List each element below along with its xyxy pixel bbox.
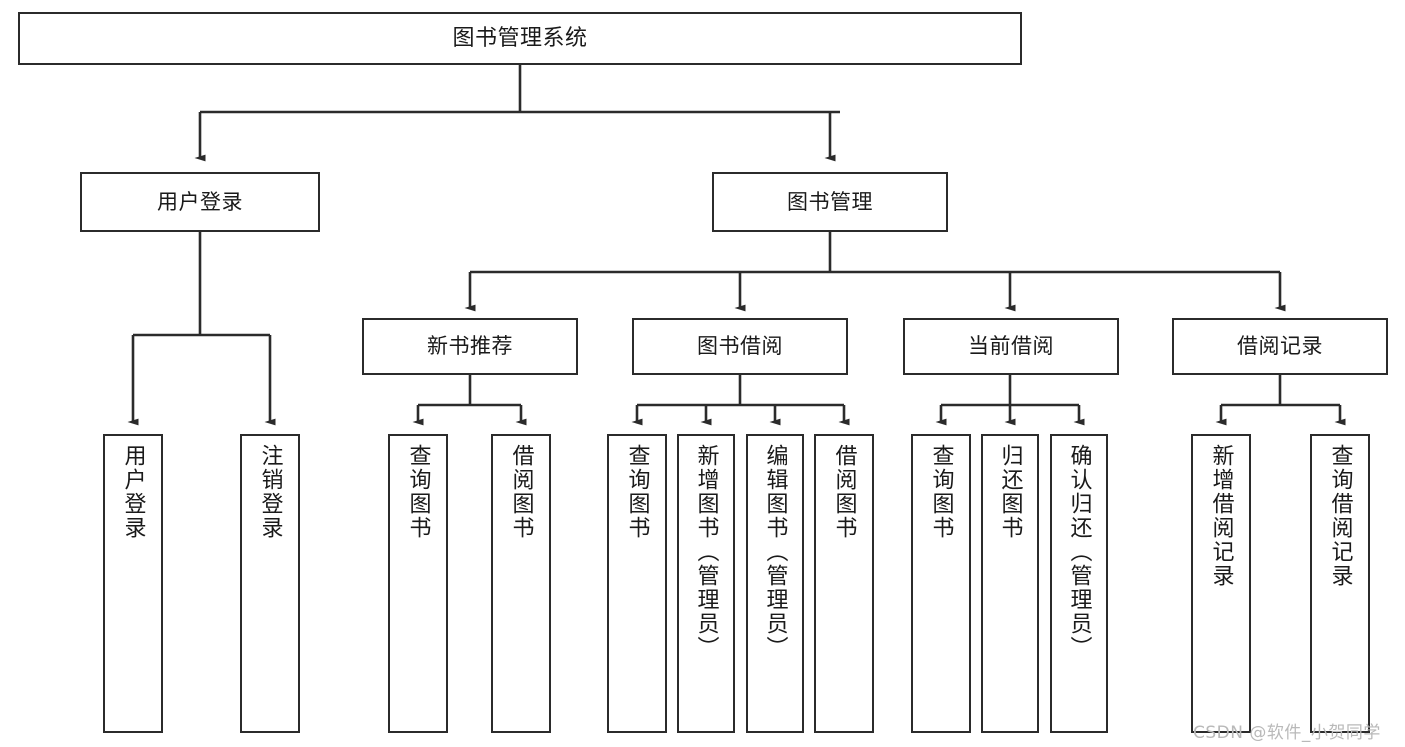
node-label: 查询图书 — [405, 444, 431, 540]
node-label: 查询图书 — [624, 444, 650, 540]
node-label: 新增图书（管理员） — [693, 444, 719, 660]
node-label: 借阅记录 — [1237, 334, 1323, 359]
node-leaf-edit-book[interactable]: 编辑图书（管理员） — [746, 434, 804, 733]
node-leaf-logout-login[interactable]: 注销登录 — [240, 434, 300, 733]
node-leaf-query-borrow-record[interactable]: 查询借阅记录 — [1310, 434, 1370, 733]
node-leaf-query-book-1[interactable]: 查询图书 — [388, 434, 448, 733]
node-leaf-query-book-2[interactable]: 查询图书 — [607, 434, 667, 733]
node-label: 查询图书 — [928, 444, 954, 540]
node-user-login[interactable]: 用户登录 — [80, 172, 320, 232]
node-label: 新书推荐 — [427, 334, 513, 359]
node-leaf-query-book-3[interactable]: 查询图书 — [911, 434, 971, 733]
node-leaf-user-login[interactable]: 用户登录 — [103, 434, 163, 733]
node-leaf-add-book[interactable]: 新增图书（管理员） — [677, 434, 735, 733]
node-label: 编辑图书（管理员） — [762, 444, 788, 660]
node-leaf-confirm-return[interactable]: 确认归还（管理员） — [1050, 434, 1108, 733]
node-label: 借阅图书 — [831, 444, 857, 540]
node-borrow-record[interactable]: 借阅记录 — [1172, 318, 1388, 375]
node-leaf-borrow-book-2[interactable]: 借阅图书 — [814, 434, 874, 733]
node-label: 图书借阅 — [697, 334, 783, 359]
node-book-management[interactable]: 图书管理 — [712, 172, 948, 232]
node-leaf-return-book[interactable]: 归还图书 — [981, 434, 1039, 733]
node-label: 归还图书 — [997, 444, 1023, 540]
csdn-watermark: CSDN @软件_小贺同学 — [1193, 723, 1381, 743]
node-label: 新增借阅记录 — [1208, 444, 1234, 588]
node-label: 借阅图书 — [508, 444, 534, 540]
node-label: 图书管理系统 — [452, 25, 588, 51]
node-label: 查询借阅记录 — [1327, 444, 1353, 588]
node-root-book-management-system[interactable]: 图书管理系统 — [18, 12, 1022, 65]
node-label: 当前借阅 — [968, 334, 1054, 359]
node-leaf-add-borrow-record[interactable]: 新增借阅记录 — [1191, 434, 1251, 733]
node-label: 图书管理 — [787, 189, 873, 214]
node-label: 用户登录 — [120, 444, 146, 540]
node-current-borrow[interactable]: 当前借阅 — [903, 318, 1119, 375]
node-new-book-recommend[interactable]: 新书推荐 — [362, 318, 578, 375]
node-label: 注销登录 — [257, 444, 283, 540]
node-leaf-borrow-book-1[interactable]: 借阅图书 — [491, 434, 551, 733]
node-label: 确认归还（管理员） — [1066, 444, 1092, 660]
node-book-borrow[interactable]: 图书借阅 — [632, 318, 848, 375]
node-label: 用户登录 — [157, 189, 243, 214]
